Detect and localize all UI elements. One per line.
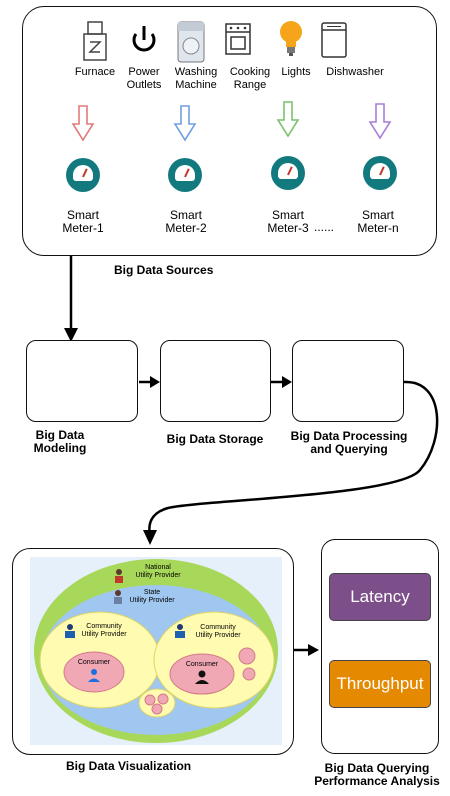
- performance-label: Big Data Querying Performance Analysis: [314, 761, 440, 788]
- storage-box: [160, 340, 271, 422]
- device-label-furnace: Furnace: [74, 66, 116, 78]
- arrow-processing-to-visualization: [143, 380, 439, 545]
- smart-meter-label-n: Smart Meter-n: [357, 208, 399, 235]
- national-person-icon: [115, 569, 123, 583]
- community-left-label: Community Utility Provider: [81, 623, 127, 638]
- state-person-icon: [114, 590, 122, 604]
- smart-meter-icon: [66, 158, 100, 192]
- community-left-person-icon: [65, 624, 75, 638]
- cooking-range-icon: [225, 23, 251, 55]
- storage-label: Big Data Storage: [166, 432, 264, 446]
- performance-box: [321, 539, 439, 754]
- device-label-cooking: Cooking Range: [229, 66, 271, 91]
- power-icon: [132, 26, 156, 52]
- latency-box: Latency: [329, 573, 431, 621]
- big-data-sources-label: Big Data Sources: [114, 263, 214, 277]
- throughput-box: Throughput: [329, 660, 431, 708]
- arrow-visualization-to-performance: [292, 644, 319, 656]
- consumer-left-person-icon: [88, 669, 100, 682]
- arrow-modeling-to-storage: [139, 376, 160, 388]
- modeling-box: [26, 340, 138, 422]
- green-down-arrow: [276, 101, 300, 138]
- furnace-icon: [83, 21, 107, 61]
- arrow-storage-to-processing: [271, 376, 292, 388]
- device-label-lights: Lights: [281, 66, 311, 78]
- light-bulb-icon: [280, 21, 302, 56]
- visualization-label: Big Data Visualization: [66, 759, 192, 773]
- purple-down-arrow: [368, 103, 392, 140]
- processing-box: [292, 340, 404, 422]
- big-data-sources-box: [22, 6, 437, 256]
- community-right-person-icon: [175, 624, 185, 638]
- device-label-washing: Washing Machine: [174, 66, 218, 91]
- community-right-label: Community Utility Provider: [195, 624, 241, 639]
- state-provider-label: State Utility Provider: [129, 589, 175, 604]
- arrow-sources-to-modeling: [64, 256, 78, 342]
- smart-meter-label-3: Smart Meter-3: [267, 208, 309, 235]
- modeling-label: Big Data Modeling: [33, 428, 87, 455]
- device-label-dishwasher: Dishwasher: [326, 66, 384, 78]
- consumer-right-person-icon: [195, 670, 209, 684]
- washing-machine-icon: [177, 21, 205, 63]
- processing-label: Big Data Processing and Querying: [290, 429, 408, 456]
- dishwasher-icon: [321, 22, 347, 58]
- consumer-left-label: Consumer: [77, 659, 111, 666]
- device-label-power: Power Outlets: [126, 66, 162, 91]
- meter-ellipsis: ......: [314, 220, 335, 234]
- national-provider-label: National Utility Provider: [135, 564, 181, 579]
- smart-meter-icon: [271, 156, 305, 190]
- smart-meter-label-1: Smart Meter-1: [62, 208, 104, 235]
- consumer-right-label: Consumer: [185, 661, 219, 668]
- smart-meter-icon: [168, 158, 202, 192]
- red-down-arrow: [71, 105, 95, 142]
- smart-meter-label-2: Smart Meter-2: [165, 208, 207, 235]
- smart-meter-icon: [363, 156, 397, 190]
- blue-down-arrow: [173, 105, 197, 142]
